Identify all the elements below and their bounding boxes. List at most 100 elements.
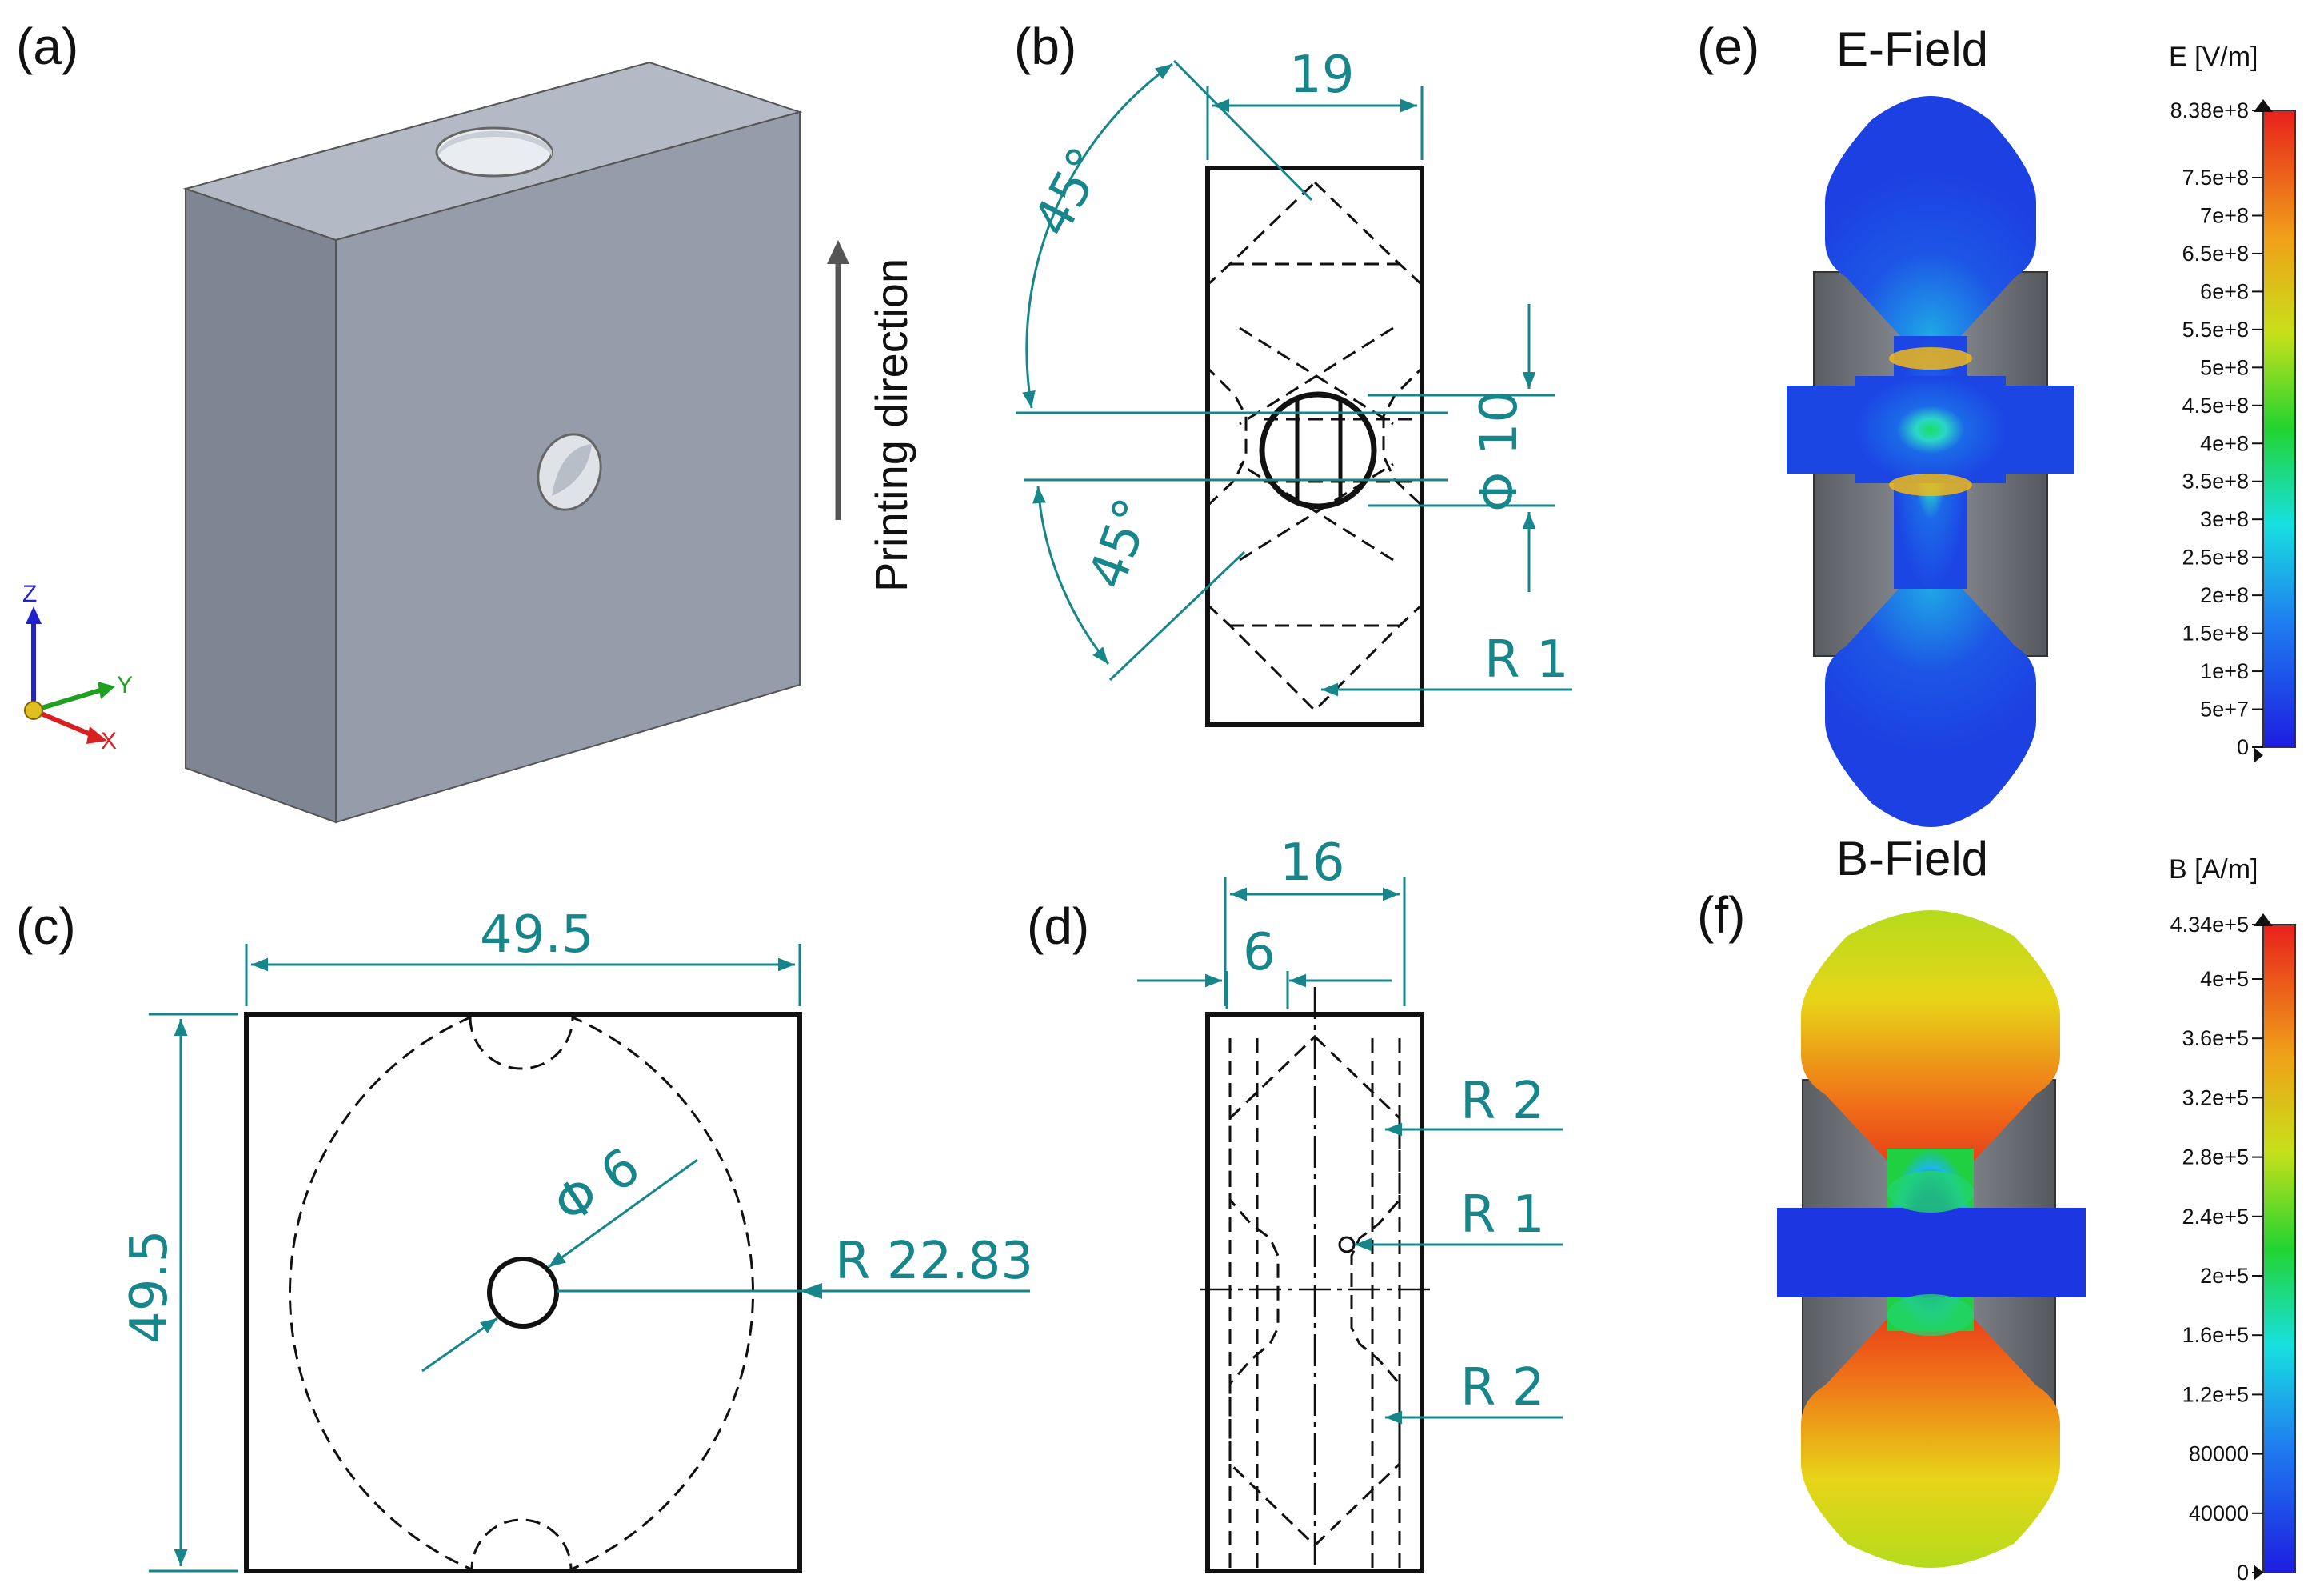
e-colorbar-tick-label: 5.5e+8	[2182, 318, 2249, 342]
e-colorbar-tick-label: 4.5e+8	[2182, 394, 2249, 418]
d-r2-top-text: R 2	[1460, 1072, 1545, 1131]
panel-a: (a) Printing direction Z Y X	[16, 18, 916, 824]
panel-label-b: (b)	[1014, 18, 1076, 75]
b-angle-arc-bottom	[1032, 486, 1110, 665]
c-w-text: 49.5	[480, 905, 594, 965]
panel-d: (d) 16 6 R 2 R 1 R 2	[1027, 833, 1563, 1573]
d-r1-text: R 1	[1460, 1185, 1545, 1245]
f-colorbar-tick-label: 40000	[2189, 1501, 2249, 1525]
b-outline	[1205, 166, 1424, 727]
c-dia-leader-high	[548, 1158, 698, 1269]
e-bar-hotspot	[1855, 376, 2006, 483]
f-neck-glow-bottom	[1887, 1294, 1974, 1336]
f-neck-glow-top	[1887, 1171, 1974, 1213]
c-r-text: R 22.83	[835, 1232, 1033, 1291]
b-dim-19-text: 19	[1289, 46, 1354, 105]
f-colorbar	[2262, 924, 2296, 1573]
e-hot-ring-top	[1889, 347, 1972, 370]
f-colorbar-tick-label: 1.6e+5	[2182, 1323, 2249, 1347]
f-colorbar-tick-label: 4.34e+5	[2170, 913, 2249, 937]
f-colorbar-tick-label: 2.4e+5	[2182, 1205, 2249, 1229]
panel-label-e: (e)	[1697, 18, 1759, 75]
b-angle-bottom-text: 45°	[1077, 491, 1164, 597]
e-colorbar-tick-label: 1.5e+8	[2182, 622, 2249, 646]
block-left-face	[185, 187, 337, 824]
f-colorbar-tick-label: 0	[2237, 1561, 2249, 1585]
f-colorbar-tick-label: 3.6e+5	[2182, 1026, 2249, 1050]
printing-direction-label: Printing direction	[866, 258, 916, 592]
e-bottom-cone	[1825, 587, 2036, 827]
e-colorbar-tick-label: 3.5e+8	[2182, 470, 2249, 494]
c-outline	[244, 1012, 802, 1573]
b-r1-text: R 1	[1484, 630, 1569, 690]
f-top-cone	[1801, 910, 2060, 1168]
b-angle-ref-bottom	[1108, 550, 1246, 682]
f-colorbar-tick-label: 2.8e+5	[2182, 1145, 2249, 1169]
e-top-shoulder	[1825, 96, 2036, 336]
e-colorbar	[2262, 110, 2296, 748]
c-r-arrow	[800, 1283, 822, 1299]
top-hole-shadow	[438, 130, 552, 157]
panel-label-d: (d)	[1027, 897, 1089, 955]
b-angle-ref-top	[1172, 59, 1313, 202]
e-colorbar-tick-label: 3e+8	[2200, 507, 2249, 531]
e-colorbar-ticks: 8.38e+8 7.5e+8 7e+8 6.5e+8 6e+8 5.5e+8 5e+8 4.5…	[2170, 98, 2263, 759]
c-hidden-cavity	[289, 1015, 754, 1572]
f-colorbar-tick-label: 80000	[2189, 1442, 2249, 1466]
e-colorbar-tick-label: 7.5e+8	[2182, 166, 2249, 190]
axis-x-label: X	[101, 728, 117, 754]
panel-label-f: (f)	[1697, 886, 1745, 944]
b-hidden-lines	[1230, 262, 1400, 627]
e-colorbar-tick-label: 5e+7	[2200, 698, 2249, 722]
panel-c: (c) Φ 6 R 22.83 49.5 49.5	[16, 897, 1033, 1573]
f-colorbar-tick-label: 1.2e+5	[2182, 1382, 2249, 1406]
e-colorbar-tick-label: 5e+8	[2200, 355, 2249, 379]
e-colorbar-tick-label: 6e+8	[2200, 279, 2249, 303]
d-r2-bottom-text: R 2	[1460, 1358, 1545, 1417]
b-angle-arc-top	[1022, 62, 1173, 409]
e-colorbar-title: E [V/m]	[2169, 42, 2258, 72]
f-bottom-cone	[1801, 1312, 2060, 1568]
f-colorbar-title: B [A/m]	[2169, 854, 2258, 885]
panel-e: (e) E-Field E [V/m] 8.38e+8 7.5e+8 7e+8 6.5…	[1697, 18, 2296, 827]
b-angle-top-text: 45°	[1023, 138, 1118, 246]
c-dia-leader-low	[421, 1317, 498, 1373]
f-colorbar-tick-label: 2e+5	[2200, 1264, 2249, 1288]
b-hidden-diagonals	[1239, 326, 1394, 562]
f-title: B-Field	[1836, 832, 1988, 885]
panel-b: (b) 19 45° 45° Φ 10 R 1	[1014, 18, 1572, 727]
printing-direction-arrow-head	[827, 240, 849, 264]
e-colorbar-tick-label: 2e+8	[2200, 583, 2249, 607]
e-title: E-Field	[1836, 22, 1988, 76]
e-colorbar-tick-label: 2.5e+8	[2182, 546, 2249, 570]
e-colorbar-tick-label: 6.5e+8	[2182, 242, 2249, 266]
d-small-radius-mark	[1338, 1236, 1356, 1253]
e-colorbar-tick-label: 7e+8	[2200, 203, 2249, 227]
panel-label-c: (c)	[16, 897, 76, 955]
axis-y-label: Y	[117, 672, 133, 698]
c-dia-text: Φ 6	[544, 1137, 651, 1237]
f-colorbar-tick-label: 4e+5	[2200, 967, 2249, 991]
d-w16-text: 16	[1280, 833, 1344, 893]
c-hole	[487, 1257, 559, 1329]
f-colorbar-tick-label: 3.2e+5	[2182, 1085, 2249, 1109]
b-hidden-cavity	[1206, 180, 1424, 713]
coordinate-triad: Z Y X	[22, 581, 133, 754]
f-colorbar-ticks: 4.34e+5 4e+5 3.6e+5 3.2e+5 2.8e+5 2.4e+5 2e+5 1…	[2170, 913, 2263, 1585]
e-colorbar-max-marker	[2254, 99, 2273, 112]
side-hole-inner	[552, 444, 592, 496]
e-colorbar-tick-label: 0	[2237, 735, 2249, 759]
e-colorbar-min-marker	[2254, 747, 2263, 763]
e-colorbar-tick-label: 8.38e+8	[2170, 98, 2249, 122]
e-hot-ring-bottom	[1889, 474, 1972, 496]
b-dia-text: Φ 10	[1470, 390, 1529, 512]
panel-label-a: (a)	[16, 18, 78, 75]
e-colorbar-tick-label: 4e+8	[2200, 431, 2249, 455]
d-w6-text: 6	[1243, 923, 1276, 982]
f-bar	[1777, 1208, 2086, 1297]
panel-f: (f) B-Field B [A/m] 4.34e+5 4e+5 3.6e+5 3.2…	[1697, 832, 2296, 1585]
f-colorbar-max-marker	[2254, 913, 2273, 926]
b-hole	[1259, 391, 1377, 510]
c-h-text: 49.5	[120, 1230, 179, 1345]
